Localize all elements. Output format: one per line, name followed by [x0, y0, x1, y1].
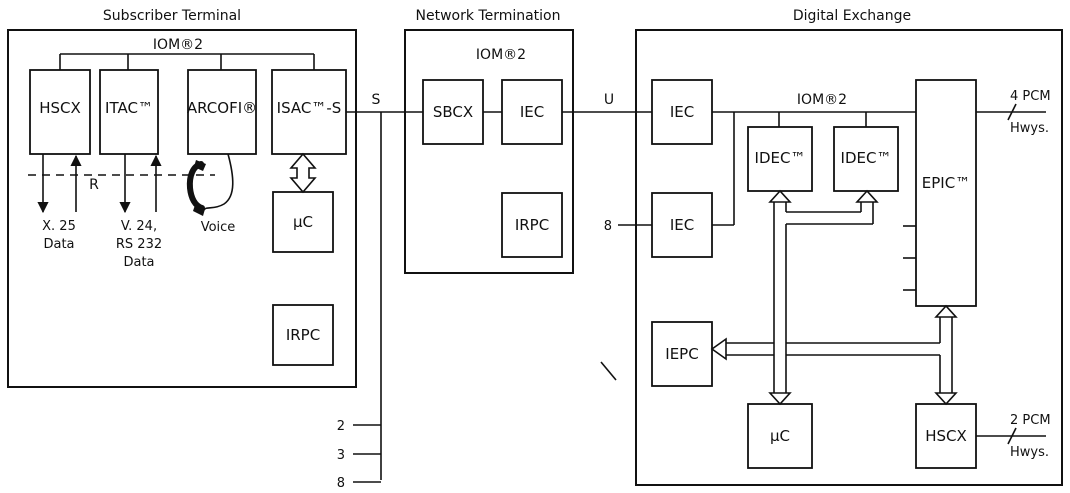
bus-arrow-iepc — [710, 337, 727, 361]
internal-control-bus — [726, 202, 953, 393]
isac-uc-double-arrow — [289, 152, 317, 194]
iepc-label: IEPC — [665, 345, 698, 363]
telephone-handset-icon — [186, 160, 206, 216]
s-interface-label: S — [372, 92, 381, 108]
u-interface-label: U — [604, 92, 614, 108]
x25-data-label: Data — [43, 237, 74, 252]
epic-block — [915, 79, 977, 307]
hscx-block-de — [915, 403, 977, 469]
idec-label-2: IDEC™ — [841, 149, 892, 167]
hscx-label-de: HSCX — [925, 427, 967, 445]
microcontroller-label-de: μC — [770, 427, 790, 445]
irpc-label-nt: IRPC — [515, 216, 549, 234]
irpc-block-st — [272, 304, 334, 366]
pcm4-hwys-label: Hwys. — [1010, 121, 1049, 136]
iom2-bus-label-nt: IOM®2 — [476, 47, 526, 63]
network-termination-title: Network Termination — [416, 8, 561, 24]
iec-label-de-2: IEC — [670, 216, 694, 234]
pcm2-hwys-label: Hwys. — [1010, 445, 1049, 460]
voice-label: Voice — [201, 220, 236, 235]
bus-arrow-idec1 — [768, 189, 792, 203]
idec-block-2 — [833, 126, 899, 192]
bus-arrow-hscx — [934, 392, 958, 406]
irpc-label-st: IRPC — [286, 326, 320, 344]
irpc-block-nt — [501, 192, 563, 258]
iom2-bus-label-st: IOM®2 — [153, 37, 203, 53]
r-reference-label: R — [89, 177, 99, 193]
bus-arrow-idec2 — [855, 189, 879, 203]
microcontroller-block-de — [747, 403, 813, 469]
hscx-label-st: HSCX — [39, 99, 81, 117]
iom2-bus-label-de: IOM®2 — [797, 92, 847, 108]
bus-arrow-uc — [768, 392, 792, 406]
iec-label-nt: IEC — [520, 103, 544, 121]
idec-label-1: IDEC™ — [755, 149, 806, 167]
pcm4-label: 4 PCM — [1010, 89, 1051, 104]
sbcx-label: SBCX — [433, 103, 473, 121]
s-bus-tap-2: 2 — [337, 419, 345, 434]
pcm2-label: 2 PCM — [1010, 413, 1051, 428]
s-bus-tap-3: 3 — [337, 448, 345, 463]
v24-label: V. 24, — [121, 219, 157, 234]
hscx-block-st — [29, 69, 91, 155]
s-bus-tap-8: 8 — [337, 476, 345, 491]
isac-s-block — [271, 69, 347, 155]
microcontroller-label-st: μC — [293, 213, 313, 231]
itac-block — [99, 69, 159, 155]
microcontroller-block-st — [272, 191, 334, 253]
subscriber-terminal-title: Subscriber Terminal — [103, 8, 241, 24]
digital-exchange-title: Digital Exchange — [793, 8, 911, 24]
iepc-block — [651, 321, 713, 387]
v24-data-label: Data — [123, 255, 154, 270]
arcofi-block — [187, 69, 257, 155]
idec-block-1 — [747, 126, 813, 192]
iec-8-label: 8 — [604, 219, 612, 234]
x25-label: X. 25 — [42, 219, 76, 234]
isac-s-label: ISAC™-S — [277, 99, 342, 117]
arcofi-label: ARCOFI® — [187, 99, 257, 117]
handset-cord — [203, 153, 234, 211]
bus-arrow-epic — [934, 304, 958, 318]
itac-label: ITAC™ — [105, 99, 153, 117]
epic-label: EPIC™ — [922, 174, 970, 192]
rs232-label: RS 232 — [116, 237, 162, 252]
iec-label-de-1: IEC — [670, 103, 694, 121]
